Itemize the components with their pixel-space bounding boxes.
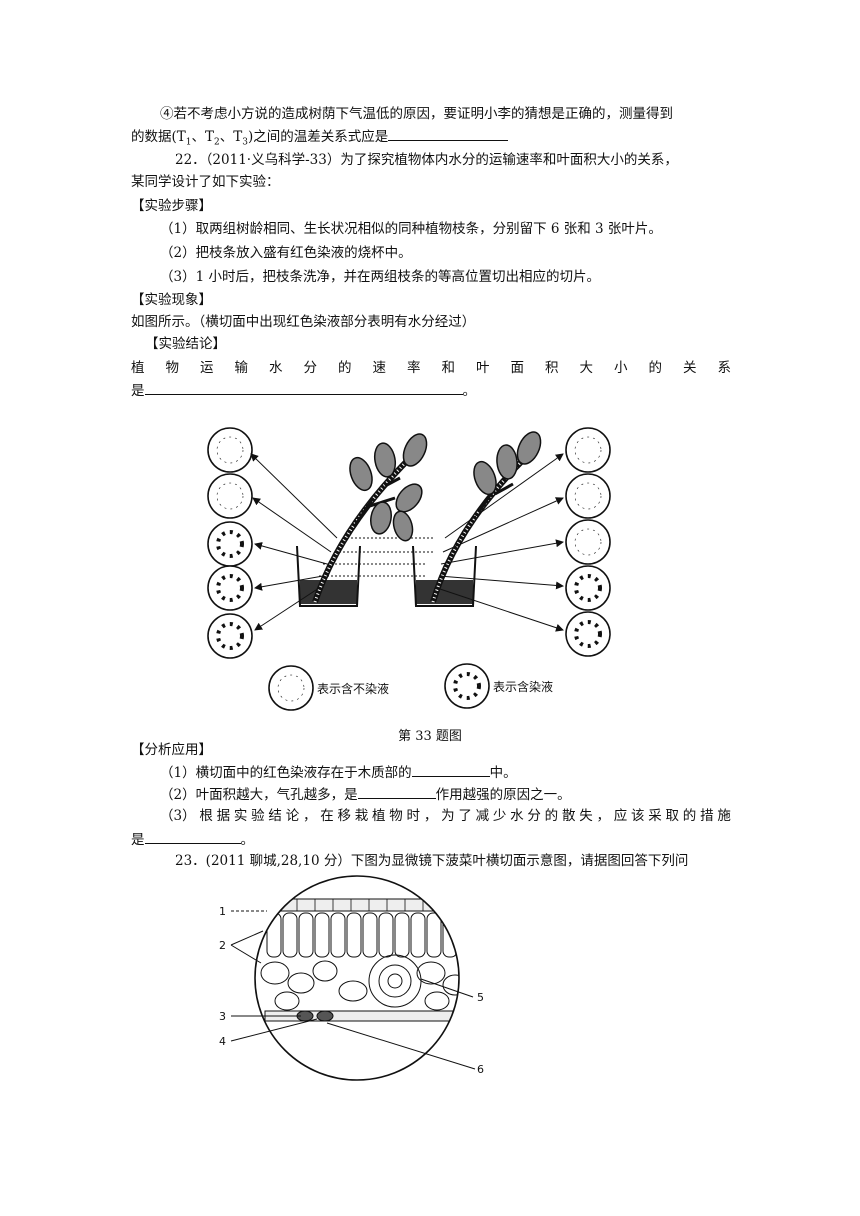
legend-undyed-label: 表示含不染液 — [317, 681, 389, 696]
cross-section-dyed — [565, 565, 611, 611]
answer-blank[interactable] — [388, 126, 509, 141]
right-cross-sections — [565, 427, 611, 657]
phenomenon-header: 【实验现象】 — [131, 292, 212, 308]
cross-section-undyed — [565, 519, 611, 565]
leaf — [370, 501, 392, 535]
process-blank[interactable] — [357, 784, 436, 799]
figure-caption: 第 33 题图 — [398, 729, 462, 744]
leaf — [349, 456, 373, 492]
microscope-field — [255, 876, 459, 1080]
right-beaker — [412, 545, 477, 607]
cross-section-dyed — [565, 611, 611, 657]
leaf — [473, 460, 497, 496]
leaf — [395, 483, 423, 513]
step-3: （3）1 小时后，把枝条洗净，并在两组枝条的等高位置切出相应的切片。 — [160, 269, 600, 285]
cross-section-undyed — [565, 427, 611, 473]
stoma — [296, 1010, 334, 1022]
q23-intro: 23．(2011 聊城,28,10 分）下图为显微镜下菠菜叶横切面示意图，请据图… — [175, 853, 689, 869]
left-branch — [312, 433, 428, 603]
q21-item4-line1: ④若不考虑小方说的造成树荫下气温低的原因，要证明小李的猜想是正确的，测量得到 — [160, 106, 673, 122]
q21-item4-line2: 的数据(T1、T2、T3)之间的温差关系式应是 — [131, 126, 731, 153]
analysis-3-line2: 是。 — [131, 829, 731, 850]
conclusion-line2: 是。 — [131, 380, 731, 401]
q22-intro-line2: 某同学设计了如下实验： — [131, 174, 280, 190]
experiment-figure: 表示含不染液 表示含染液 — [207, 427, 611, 711]
cross-section-dyed — [207, 521, 253, 567]
phenomenon-text: 如图所示。（横切面中出现红色染液部分表明有水分经过） — [131, 314, 476, 330]
left-beaker — [296, 545, 361, 607]
cross-section-dyed — [207, 565, 253, 611]
label-5: 5 — [477, 991, 484, 1004]
leaf — [402, 433, 428, 467]
q22-intro-line1: 22．（2011·义乌科学-33）为了探究植物体内水分的运输速率和叶面积大小的关… — [175, 152, 678, 168]
conclusion-blank[interactable] — [144, 380, 463, 395]
label-3: 3 — [219, 1010, 226, 1023]
leaf — [373, 442, 397, 478]
left-arrows — [250, 453, 338, 631]
label-1: 1 — [219, 905, 226, 918]
leaf — [516, 431, 542, 465]
legend-undyed: 表示含不染液 — [268, 665, 389, 711]
step-1: （1）取两组树龄相同、生长状况相似的同种植物枝条，分别留下 6 张和 3 张叶片… — [160, 221, 662, 237]
analysis-3-line1: （3）根据实验结论，在移栽植物时，为了减少水分的散失，应该采取的措施 — [160, 808, 731, 824]
label-6: 6 — [477, 1063, 484, 1076]
legend-dyed-label: 表示含染液 — [493, 679, 553, 694]
label-4: 4 — [219, 1035, 226, 1048]
cut-level-lines — [319, 537, 435, 577]
step-2: （2）把枝条放入盛有红色染液的烧杯中。 — [160, 245, 412, 261]
conclusion-line1: 植物运输水分的速率和叶面积大小的关系 — [131, 360, 731, 376]
analysis-1: （1）横切面中的红色染液存在于木质部的中。 — [160, 762, 760, 783]
measure-blank[interactable] — [144, 829, 241, 844]
leaf-cross-section-figure: 1 2 3 4 5 6 — [219, 875, 484, 1081]
left-cross-sections — [207, 427, 253, 659]
right-arrows — [436, 453, 564, 632]
steps-header: 【实验步骤】 — [131, 198, 212, 214]
leaf — [392, 510, 414, 542]
right-branch — [430, 431, 542, 603]
vein — [368, 954, 422, 1008]
cross-section-undyed — [565, 473, 611, 519]
analysis-header: 【分析应用】 — [131, 742, 212, 758]
cross-section-undyed — [207, 473, 253, 519]
xylem-blank[interactable] — [411, 762, 490, 777]
conclusion-header: 【实验结论】 — [145, 336, 226, 352]
cross-section-dyed — [207, 613, 253, 659]
leaf — [496, 444, 518, 480]
cross-section-undyed — [207, 427, 253, 473]
analysis-2: （2）叶面积越大，气孔越多，是作用越强的原因之一。 — [160, 784, 760, 805]
label-2: 2 — [219, 939, 226, 952]
legend-dyed: 表示含染液 — [444, 663, 553, 709]
